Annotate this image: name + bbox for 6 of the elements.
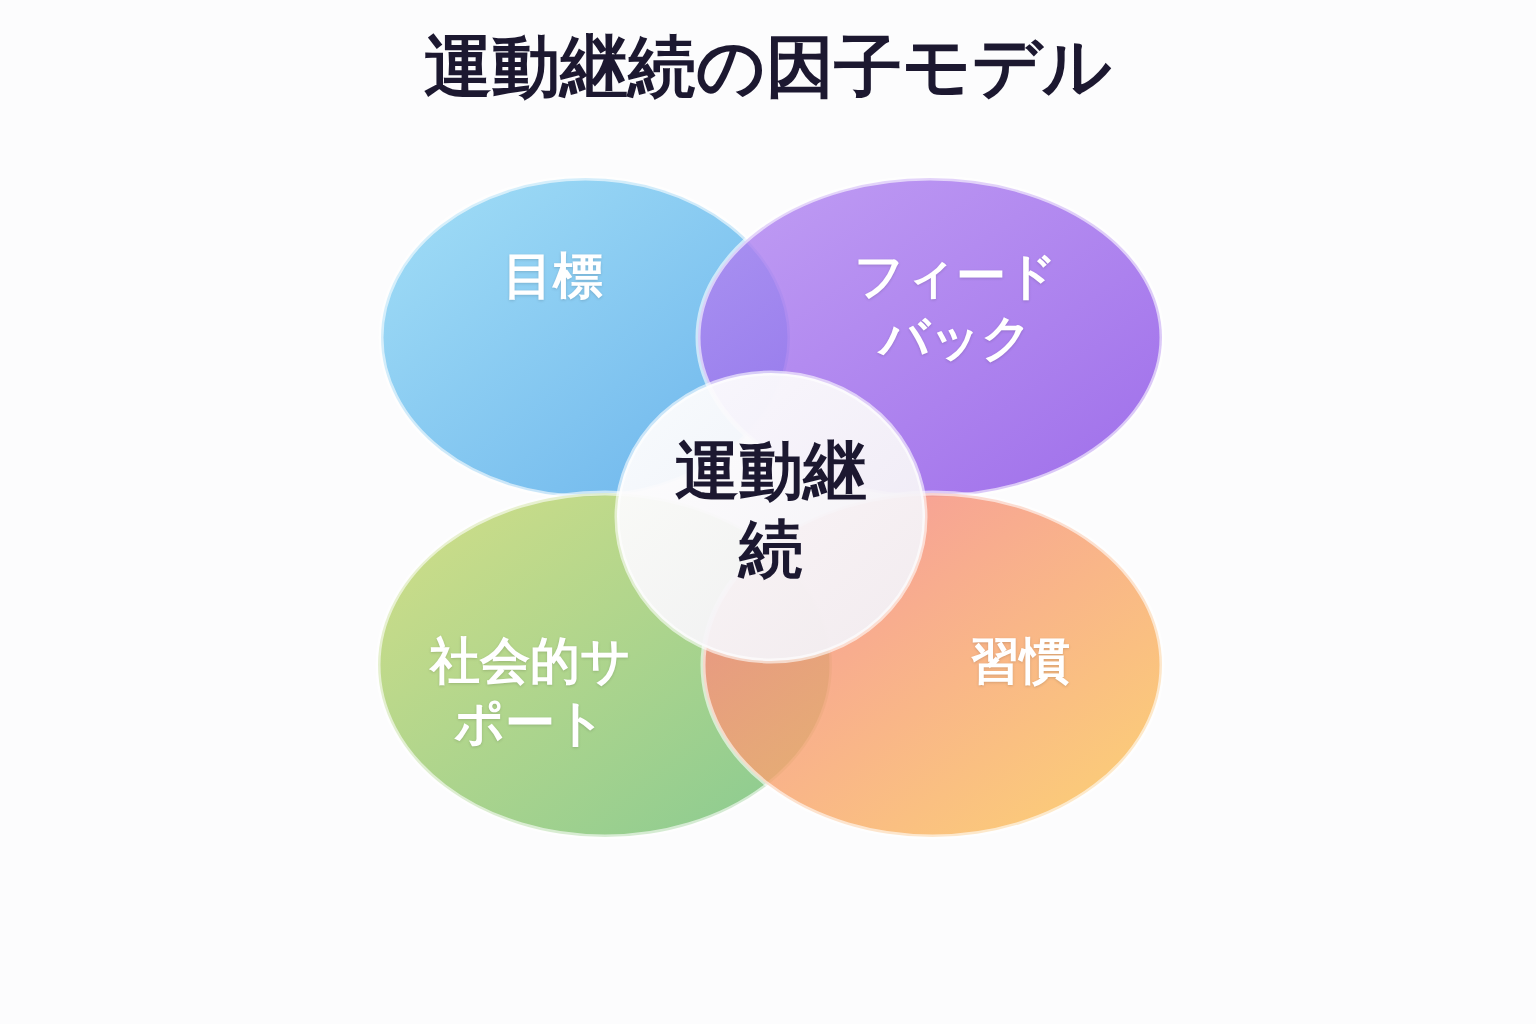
node-label: 運動継続 xyxy=(674,433,868,588)
node-label: 習慣 xyxy=(969,631,1071,692)
node-label: フィードバック xyxy=(852,246,1058,369)
node-label: 目標 xyxy=(502,246,604,307)
node-label: 社会的サポート xyxy=(428,631,632,754)
title: 運動継続の因子モデル xyxy=(423,26,1113,108)
